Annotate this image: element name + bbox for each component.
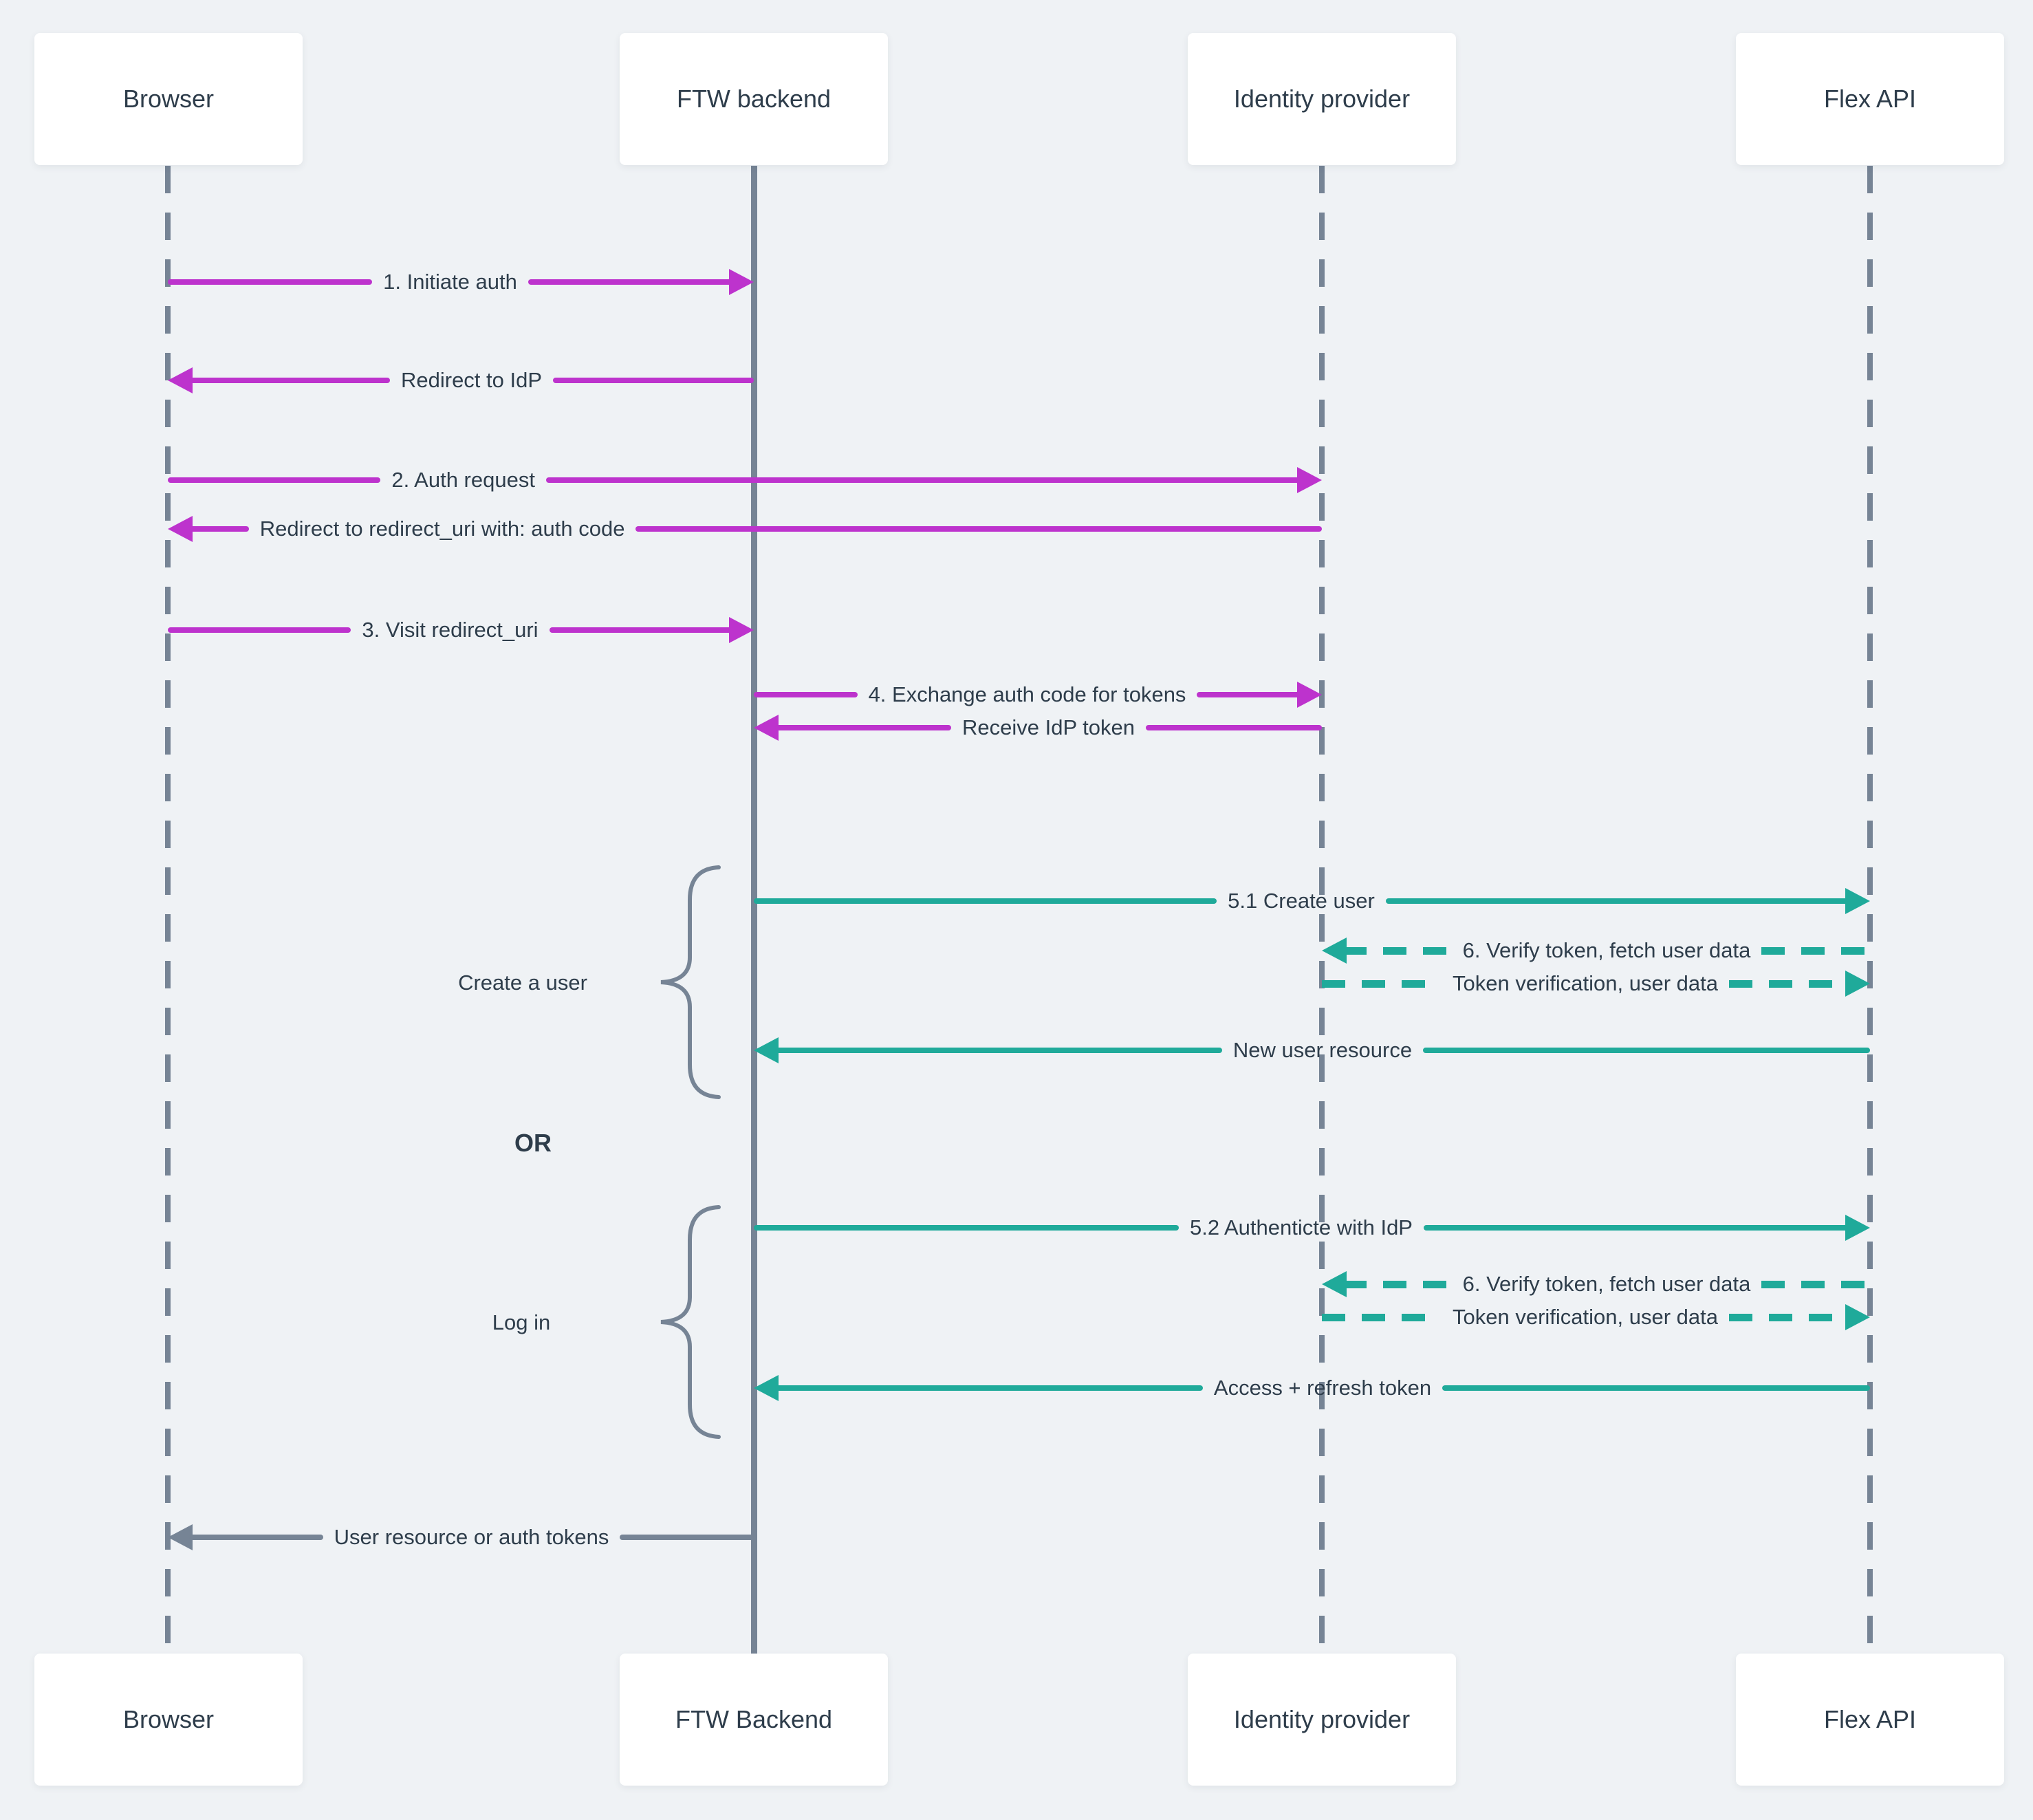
participant-label: Browser	[122, 85, 215, 113]
lifeline-identity-provider	[1319, 166, 1325, 1654]
message-initiate-auth: 1. Initiate auth	[168, 266, 754, 299]
arrowhead-right-icon	[729, 617, 754, 643]
arrowhead-right-icon	[1845, 971, 1870, 997]
message-token-verification-login: Token verification, user data	[1322, 1301, 1870, 1334]
message-label: 6. Verify token, fetch user data	[1462, 938, 1751, 963]
create-user-brace-icon	[660, 865, 721, 1099]
message-visit-redirect-uri: 3. Visit redirect_uri	[168, 614, 754, 647]
message-label: 2. Auth request	[391, 468, 535, 492]
participant-label: Flex API	[1823, 1705, 1917, 1733]
participant-box-identity-provider-bottom: Identity provider	[1188, 1654, 1456, 1786]
message-authenticate-with-idp: 5.2 Authenticte with IdP	[754, 1211, 1870, 1244]
message-token-verification-create: Token verification, user data	[1322, 967, 1870, 1000]
log-in-annotation: Log in	[492, 1310, 551, 1334]
participant-box-ftw-backend-bottom: FTW Backend	[620, 1654, 888, 1786]
message-label: Token verification, user data	[1453, 1305, 1718, 1330]
message-label: Access + refresh token	[1213, 1376, 1432, 1400]
message-label: Receive IdP token	[961, 715, 1135, 740]
participant-label: Identity provider	[1233, 85, 1411, 113]
create-user-annotation: Create a user	[458, 971, 587, 995]
message-exchange-auth-code: 4. Exchange auth code for tokens	[754, 678, 1322, 711]
arrowhead-left-icon	[1322, 938, 1347, 964]
message-label: 5.1 Create user	[1228, 889, 1375, 913]
participant-box-identity-provider-top: Identity provider	[1188, 33, 1456, 165]
message-auth-request: 2. Auth request	[168, 464, 1322, 497]
participant-label: FTW Backend	[675, 1705, 833, 1733]
message-label: 4. Exchange auth code for tokens	[868, 682, 1186, 707]
message-label: Redirect to IdP	[400, 368, 543, 393]
arrowhead-left-icon	[168, 367, 193, 393]
message-verify-token-login: 6. Verify token, fetch user data	[1322, 1268, 1870, 1301]
message-redirect-with-auth-code: Redirect to redirect_uri with: auth code	[168, 512, 1322, 545]
message-label: 1. Initiate auth	[383, 270, 517, 294]
lifeline-browser	[165, 166, 171, 1654]
message-new-user-resource: New user resource	[754, 1034, 1870, 1067]
message-receive-idp-token: Receive IdP token	[754, 711, 1322, 744]
arrowhead-right-icon	[1297, 682, 1322, 708]
log-in-brace-icon	[660, 1205, 721, 1439]
participant-label: Flex API	[1823, 85, 1917, 113]
arrowhead-left-icon	[754, 1375, 779, 1401]
message-label: 6. Verify token, fetch user data	[1462, 1272, 1751, 1297]
message-user-resource-or-tokens: User resource or auth tokens	[168, 1521, 754, 1554]
or-annotation: OR	[514, 1129, 552, 1157]
arrowhead-right-icon	[1845, 1215, 1870, 1241]
arrowhead-right-icon	[1845, 888, 1871, 914]
arrowhead-right-icon	[1845, 1304, 1870, 1330]
participant-box-ftw-backend-top: FTW backend	[620, 33, 888, 165]
participant-label: Browser	[122, 1705, 215, 1733]
message-label: Token verification, user data	[1453, 971, 1718, 996]
arrowhead-left-icon	[754, 1037, 779, 1063]
arrowhead-left-icon	[754, 715, 779, 741]
arrowhead-right-icon	[729, 269, 754, 295]
message-label: 3. Visit redirect_uri	[362, 618, 539, 642]
message-redirect-to-idp: Redirect to IdP	[168, 364, 754, 397]
participant-box-flex-api-top: Flex API	[1736, 33, 2004, 165]
participant-box-flex-api-bottom: Flex API	[1736, 1654, 2004, 1786]
lifeline-ftw-backend	[751, 166, 757, 1654]
message-label: 5.2 Authenticte with IdP	[1190, 1215, 1413, 1240]
participant-box-browser-bottom: Browser	[34, 1654, 303, 1786]
arrowhead-left-icon	[168, 1524, 193, 1550]
message-label: User resource or auth tokens	[334, 1525, 609, 1550]
participant-label: FTW backend	[676, 85, 831, 113]
participant-label: Identity provider	[1233, 1705, 1411, 1733]
message-access-refresh-token: Access + refresh token	[754, 1372, 1870, 1405]
message-verify-token-create: 6. Verify token, fetch user data	[1322, 934, 1870, 967]
participant-box-browser-top: Browser	[34, 33, 303, 165]
arrowhead-right-icon	[1297, 467, 1322, 493]
message-label: New user resource	[1232, 1038, 1413, 1063]
message-create-user: 5.1 Create user	[754, 885, 1871, 918]
message-label: Redirect to redirect_uri with: auth code	[259, 517, 625, 541]
arrowhead-left-icon	[1322, 1271, 1347, 1297]
arrowhead-left-icon	[168, 516, 193, 542]
